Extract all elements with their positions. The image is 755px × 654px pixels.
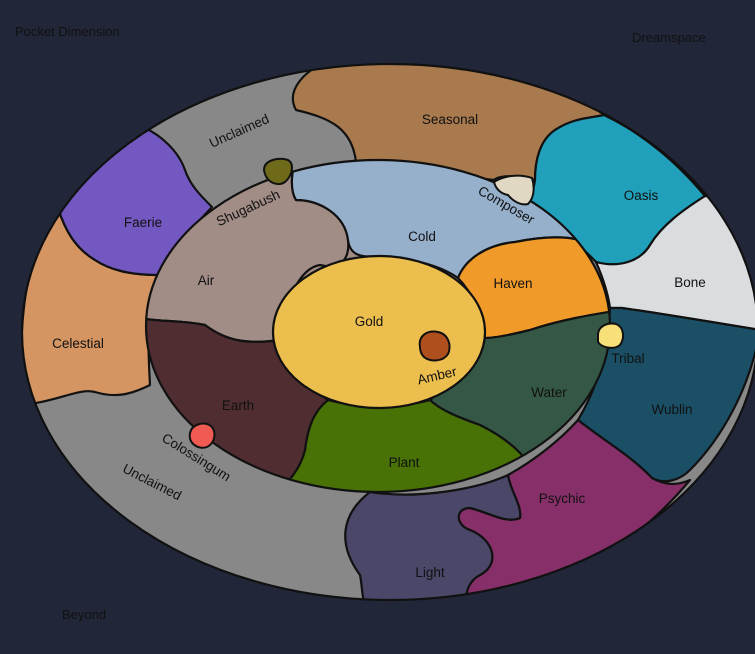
- label-cold: Cold: [408, 229, 436, 244]
- label-tribal: Tribal: [611, 351, 644, 366]
- label-psychic: Psychic: [539, 491, 586, 506]
- marker-colossingum[interactable]: [188, 422, 216, 449]
- label-beyond: Beyond: [62, 607, 106, 622]
- outer-ring-border: [21, 62, 755, 602]
- marker-tribal[interactable]: [597, 322, 625, 349]
- marker-amber[interactable]: [418, 330, 451, 362]
- label-gold: Gold: [355, 314, 384, 329]
- label-pocket-dimension: Pocket Dimension: [15, 24, 120, 39]
- label-seasonal: Seasonal: [422, 112, 478, 127]
- label-earth: Earth: [222, 398, 254, 413]
- label-air: Air: [198, 273, 215, 288]
- label-wublin: Wublin: [651, 402, 692, 417]
- region-gold[interactable]: [271, 254, 487, 410]
- label-haven: Haven: [493, 276, 532, 291]
- region-wublin[interactable]: [576, 306, 755, 483]
- label-dreamspace: Dreamspace: [632, 30, 706, 45]
- marker-composer[interactable]: [492, 174, 535, 206]
- label-plant: Plant: [389, 455, 420, 470]
- label-oasis: Oasis: [624, 188, 659, 203]
- label-bone: Bone: [674, 275, 706, 290]
- label-faerie: Faerie: [124, 215, 162, 230]
- marker-shugabush[interactable]: [262, 157, 293, 186]
- label-water: Water: [531, 385, 567, 400]
- label-light: Light: [415, 565, 445, 580]
- label-celestial: Celestial: [52, 336, 104, 351]
